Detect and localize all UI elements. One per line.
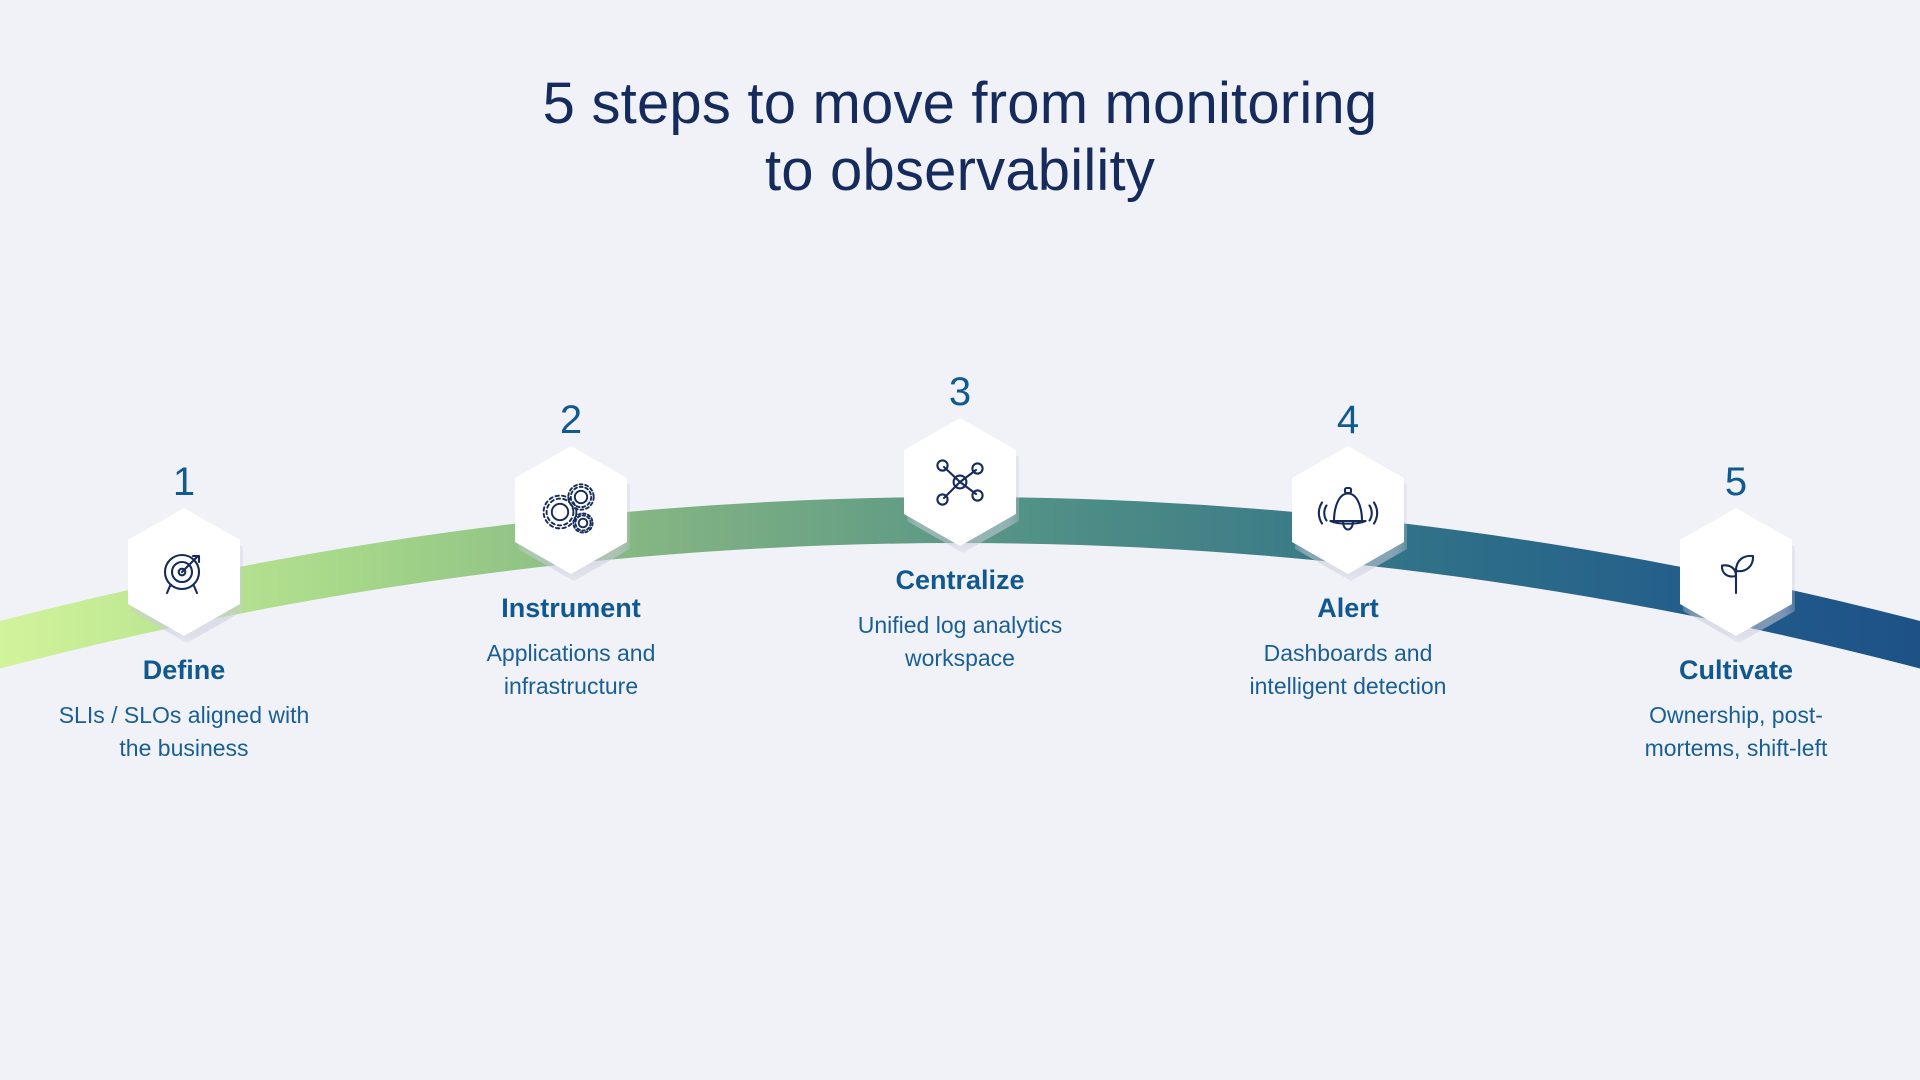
gears-icon	[542, 483, 595, 534]
network-nodes-icon	[936, 459, 984, 506]
bell-icon	[1317, 486, 1379, 531]
step-description: SLIs / SLOs aligned with the business	[58, 702, 310, 762]
step-number: 2	[559, 398, 583, 442]
step-description: Dashboards and intelligent detection	[1249, 640, 1447, 700]
step-badge-hexagon[interactable]	[1292, 446, 1407, 581]
step-description: Ownership, post- mortems, shift-left	[1644, 702, 1828, 762]
step-title: Define	[142, 655, 226, 685]
page-title: 5 steps to move from monitoring to obser…	[542, 71, 1378, 204]
step-title: Centralize	[895, 565, 1025, 595]
step-number: 3	[948, 370, 972, 414]
step-description: Unified log analytics workspace	[857, 612, 1063, 672]
sprout-icon	[1720, 554, 1755, 595]
target-icon	[163, 553, 201, 595]
step-badge-hexagon[interactable]	[1680, 508, 1795, 643]
step-badge-hexagon[interactable]	[515, 446, 630, 581]
step-badge-hexagon[interactable]	[128, 508, 243, 643]
step-number: 4	[1336, 398, 1360, 442]
step-number: 1	[172, 460, 196, 504]
step-title: Alert	[1317, 593, 1379, 623]
step-badge-hexagon[interactable]	[904, 418, 1019, 553]
step-description: Applications and infrastructure	[486, 640, 656, 700]
step-title: Cultivate	[1678, 655, 1794, 685]
step-title: Instrument	[501, 593, 641, 623]
step-number: 5	[1724, 460, 1748, 504]
